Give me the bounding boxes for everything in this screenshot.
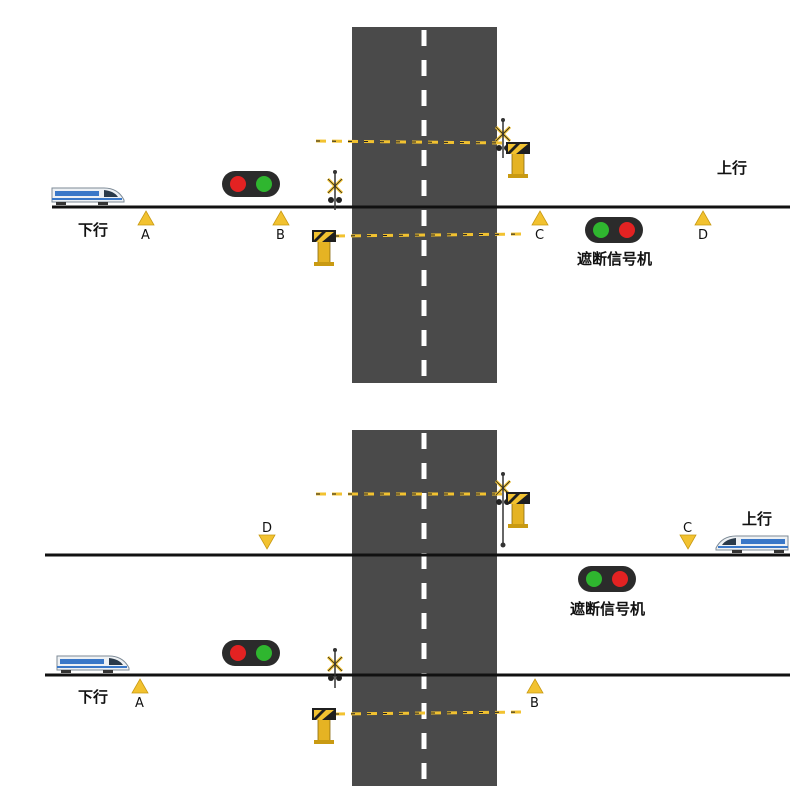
triangle-marker-icon xyxy=(531,210,549,226)
point-label-c: C xyxy=(535,228,545,243)
signal-label: 遮断信号机 xyxy=(577,250,653,268)
train-icon xyxy=(715,535,789,554)
triangle-marker-icon xyxy=(137,210,155,226)
point-label-c: C xyxy=(683,521,693,536)
train-icon xyxy=(51,187,125,206)
traffic-light-icon xyxy=(222,171,280,197)
triangle-marker-icon xyxy=(526,678,544,694)
triangle-marker-icon xyxy=(679,534,697,550)
top-panel xyxy=(51,27,790,383)
point-label-d: D xyxy=(698,228,709,243)
point-label-a: A xyxy=(141,228,150,243)
point-label-b: B xyxy=(276,228,285,243)
direction-label-up: 上行 xyxy=(742,510,773,528)
traffic-light-icon xyxy=(222,640,280,666)
traffic-light-icon xyxy=(578,566,636,592)
point-label-d: D xyxy=(262,521,273,536)
point-label-b: B xyxy=(530,696,539,711)
point-label-a: A xyxy=(135,696,144,711)
road xyxy=(352,430,497,786)
triangle-marker-icon xyxy=(694,210,712,226)
triangle-marker-icon xyxy=(272,210,290,226)
bottom-panel xyxy=(45,430,790,786)
triangle-marker-icon xyxy=(258,534,276,550)
direction-label-up: 上行 xyxy=(717,159,748,177)
road xyxy=(352,27,497,383)
direction-label-down: 下行 xyxy=(78,221,109,239)
train-icon xyxy=(56,655,130,674)
direction-label-down: 下行 xyxy=(78,688,109,706)
traffic-light-icon xyxy=(585,217,643,243)
crossing-gate-icon xyxy=(316,470,531,548)
signal-label: 遮断信号机 xyxy=(570,600,646,618)
triangle-marker-icon xyxy=(131,678,149,694)
